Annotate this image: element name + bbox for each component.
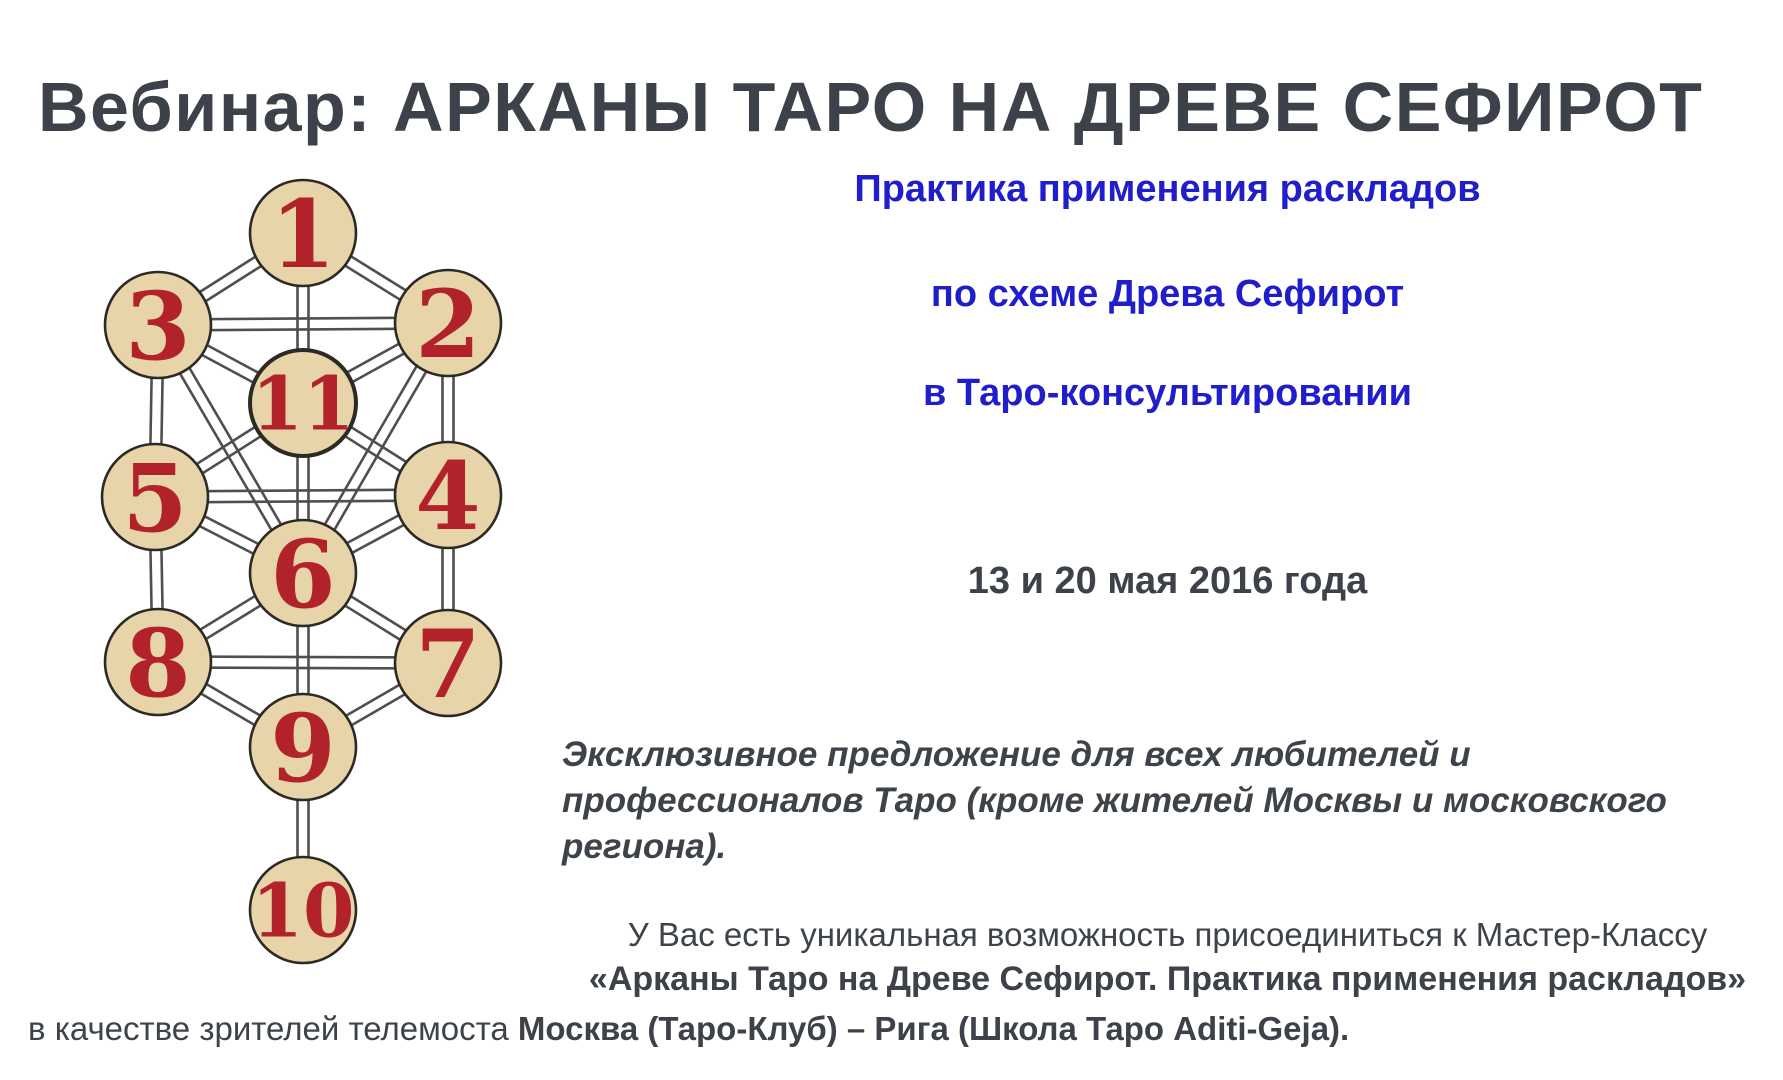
- sephira-circle-7: [393, 608, 503, 718]
- sephira-node-7: 7: [393, 608, 503, 720]
- sephira-circle-11: [248, 348, 358, 458]
- sephira-number-11: 11: [252, 362, 355, 448]
- sephira-number-3: 3: [125, 272, 190, 382]
- sephira-number-8: 8: [125, 609, 190, 719]
- invitation-line-2: «Арканы Таро на Древе Сефирот. Практика …: [588, 960, 1747, 998]
- invitation-line-3-bold: Москва (Таро-Клуб) – Рига (Школа Таро Ad…: [517, 1010, 1350, 1047]
- sephira-node-3: 3: [103, 270, 213, 382]
- intro-line-2: по схеме Древа Сефирот: [930, 273, 1405, 315]
- intro-line-3: в Таро-консультировании: [922, 372, 1413, 414]
- sephira-circle-1: [248, 178, 358, 288]
- sephira-circle-5: [100, 442, 210, 552]
- sephira-circle-3: [103, 270, 213, 380]
- sephira-number-10: 10: [252, 869, 355, 955]
- sephira-number-1: 1: [270, 180, 335, 290]
- sephira-node-10: 10: [248, 855, 358, 965]
- sephira-node-6: 6: [248, 518, 358, 630]
- sephira-number-5: 5: [122, 444, 187, 554]
- sephira-number-7: 7: [415, 610, 480, 720]
- sephira-circle-4: [393, 440, 503, 550]
- sephira-circle-10: [248, 855, 358, 965]
- sephira-node-1: 1: [248, 178, 358, 290]
- sephira-node-8: 8: [103, 607, 213, 719]
- sephira-number-6: 6: [270, 520, 335, 630]
- offer-line-3: региона).: [562, 827, 727, 866]
- sephira-node-9: 9: [248, 692, 358, 804]
- sephira-node-2: 2: [393, 268, 503, 380]
- sephira-circle-8: [103, 607, 213, 717]
- sephira-number-2: 2: [415, 270, 480, 380]
- sephira-circle-9: [248, 692, 358, 802]
- sephirot-tree: 12 3 11 4 567 89 10: [100, 178, 503, 965]
- offer-line-1: Эксклюзивное предложение для всех любите…: [562, 735, 1471, 774]
- sephira-node-5: 5: [100, 442, 210, 554]
- invitation-line-3: в качестве зрителей телемоста Москва (Та…: [28, 1010, 1768, 1048]
- intro-line-1: Практика применения раскладов: [854, 168, 1481, 210]
- page-title: Вебинар: АРКАНЫ ТАРО НА ДРЕВЕ СЕФИРОТ: [38, 67, 1704, 146]
- sephira-node-11: 11: [248, 348, 358, 458]
- sephira-number-9: 9: [270, 694, 335, 804]
- invitation-line-3-regular: в качестве зрителей телемоста: [28, 1010, 518, 1047]
- offer-line-2: профессионалов Таро (кроме жителей Москв…: [562, 781, 1667, 820]
- invitation-line-1: У Вас есть уникальная возможность присое…: [627, 916, 1708, 953]
- sephira-circle-6: [248, 518, 358, 628]
- exclusive-offer-text: Эксклюзивное предложение для всех любите…: [562, 732, 1772, 870]
- sephira-number-4: 4: [415, 442, 480, 552]
- sephira-circle-2: [393, 268, 503, 378]
- event-date: 13 и 20 мая 2016 года: [967, 560, 1368, 602]
- sephira-node-4: 4: [393, 440, 503, 552]
